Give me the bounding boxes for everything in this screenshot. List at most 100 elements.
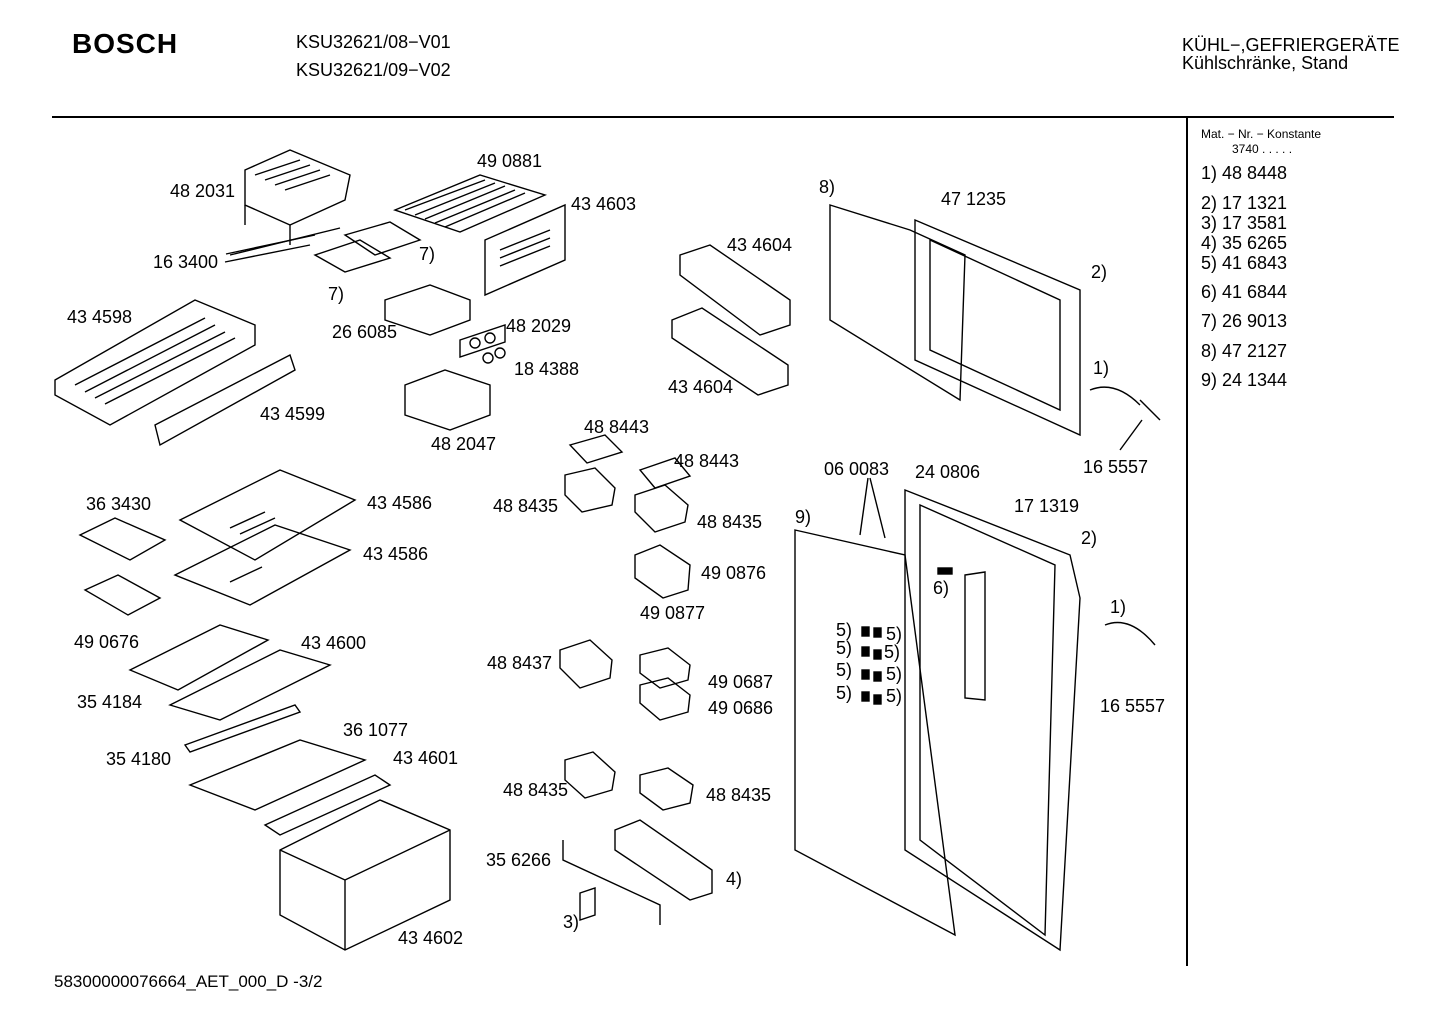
part-label: 8) <box>819 177 836 197</box>
vegetable-crisper <box>279 799 451 951</box>
small-tray <box>83 574 162 616</box>
legend-constant: 3740 . . . . . <box>1232 142 1293 156</box>
ice-cube-tray <box>244 149 351 245</box>
part-label: 48 8435 <box>706 785 772 805</box>
part-label: 24 0806 <box>915 462 981 482</box>
part-label: 47 1235 <box>941 189 1007 209</box>
part-label: 48 8443 <box>584 417 650 437</box>
part-label: 7) <box>419 244 436 264</box>
fridge-door-gasket <box>794 529 956 937</box>
part-label: 48 8435 <box>503 780 569 800</box>
door-bin <box>639 647 691 689</box>
part-label: 6) <box>933 578 950 598</box>
part-label: 5) <box>836 660 853 680</box>
door-bin <box>564 751 616 799</box>
legend-item: 9) 24 1344 <box>1201 370 1288 390</box>
part-label: 1) <box>1093 358 1110 378</box>
part-label: 16 5557 <box>1083 457 1149 477</box>
cover-plate <box>484 203 566 297</box>
freezer-door <box>914 218 1081 437</box>
part-label: 43 4599 <box>260 404 326 424</box>
part-label: 43 4604 <box>727 235 793 255</box>
door-bin <box>564 467 616 513</box>
part-label: 43 4600 <box>301 633 367 653</box>
door-handle-lower <box>1104 621 1156 646</box>
part-label: 1) <box>1110 597 1127 617</box>
part-label: 36 3430 <box>86 494 152 514</box>
part-label: 5) <box>884 642 901 662</box>
part-label: 5) <box>886 686 903 706</box>
door-bin <box>634 484 689 533</box>
legend-heading: Mat. − Nr. − Konstante <box>1201 127 1322 141</box>
part-label: 5) <box>836 683 853 703</box>
document-footer-id: 58300000076664_AET_000_D -3/2 <box>54 972 323 991</box>
door-bin <box>639 767 694 811</box>
part-label: 43 4603 <box>571 194 637 214</box>
part-label: 35 6266 <box>486 850 552 870</box>
trim-strip <box>263 774 392 836</box>
part-label: 43 4586 <box>367 493 433 513</box>
part-label: 49 0876 <box>701 563 767 583</box>
door-shelf-upper <box>679 244 791 336</box>
part-label: 35 4184 <box>77 692 143 712</box>
bottle-bin <box>634 544 691 599</box>
front-strip <box>154 354 296 447</box>
part-label: 43 4598 <box>67 307 133 327</box>
part-label: 4) <box>726 869 743 889</box>
part-label: 49 0877 <box>640 603 706 623</box>
part-label: 35 4180 <box>106 749 172 769</box>
egg-tray <box>638 457 692 489</box>
part-label: 49 0676 <box>74 632 140 652</box>
legend-item: 2) 17 1321 <box>1201 193 1288 213</box>
part-label: 2) <box>1091 262 1108 282</box>
part-label: 48 8435 <box>697 512 763 532</box>
part-label: 26 6085 <box>332 322 398 342</box>
control-panel <box>459 324 506 358</box>
model-number-1: KSU32621/08−V01 <box>296 32 451 52</box>
part-label: 43 4586 <box>363 544 429 564</box>
bottle-shelf <box>614 819 713 901</box>
legend-item: 1) 48 8448 <box>1201 163 1288 183</box>
brand-logo: BOSCH <box>72 28 179 59</box>
glass-shelf-upper <box>178 469 357 561</box>
category-subtitle: Kühlschränke, Stand <box>1182 53 1349 73</box>
part-label: 06 0083 <box>824 459 890 479</box>
wire-holder <box>562 840 661 925</box>
legend-item: 3) 17 3581 <box>1201 213 1288 233</box>
crisper-cover-small <box>78 517 167 561</box>
door-bin <box>639 677 691 721</box>
ice-tray-holder <box>384 284 471 336</box>
part-label: 43 4604 <box>668 377 734 397</box>
part-label: 17 1319 <box>1014 496 1080 516</box>
legend-item: 5) 41 6843 <box>1201 253 1288 273</box>
part-label: 48 8437 <box>487 653 553 673</box>
part-label: 18 4388 <box>514 359 580 379</box>
part-label: 5) <box>836 638 853 658</box>
door-bin <box>559 639 613 689</box>
part-label: 43 4601 <box>393 748 459 768</box>
part-label: 48 8435 <box>493 496 559 516</box>
part-label: 5) <box>886 664 903 684</box>
divider-grille <box>128 624 270 691</box>
egg-tray <box>568 434 624 464</box>
glass-shelf-vegetable <box>168 649 332 721</box>
part-label: 16 5557 <box>1100 696 1166 716</box>
part-label: 49 0686 <box>708 698 774 718</box>
part-label: 7) <box>328 284 345 304</box>
legend-item: 6) 41 6844 <box>1201 282 1288 302</box>
hinge-cover <box>579 887 596 921</box>
part-label: 49 0881 <box>477 151 543 171</box>
part-label: 48 2029 <box>506 316 572 336</box>
part-label: 48 2047 <box>431 434 497 454</box>
category-title: KÜHL−,GEFRIERGERÄTE <box>1182 35 1400 55</box>
part-label: 49 0687 <box>708 672 774 692</box>
door-handle-upper <box>1089 386 1141 406</box>
part-label: 48 8443 <box>674 451 740 471</box>
part-label: 36 1077 <box>343 720 409 740</box>
header-divider <box>52 116 1394 118</box>
part-label: 9) <box>795 507 812 527</box>
fridge-door <box>904 488 1081 952</box>
shelf-trim <box>183 704 302 753</box>
door-shelf-lower <box>671 307 789 396</box>
legend-divider <box>1186 118 1188 966</box>
